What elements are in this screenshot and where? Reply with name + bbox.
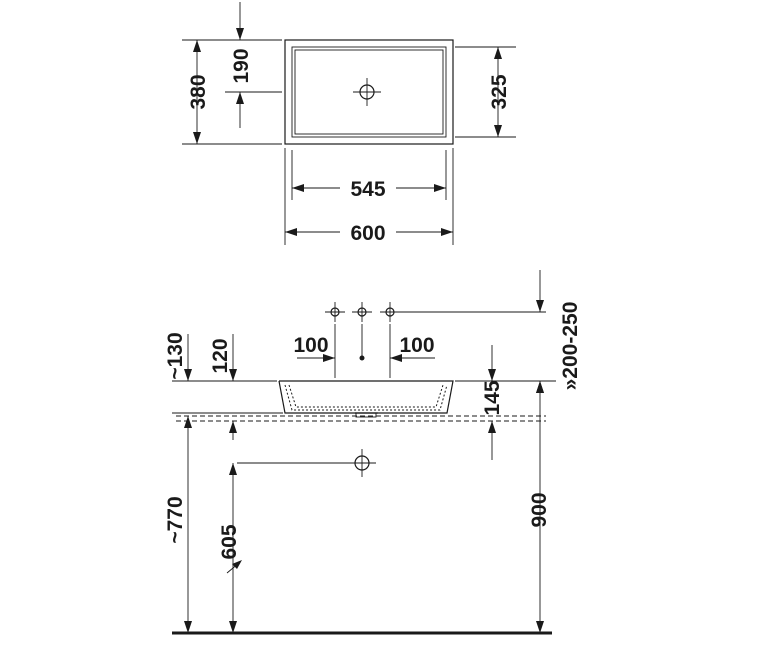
dim-120-label: 120 (209, 338, 232, 373)
dim-770 (184, 416, 192, 633)
top-view: 380 190 325 545 (182, 2, 516, 245)
dim-145-label: 145 (481, 380, 504, 415)
dim-605 (226, 421, 242, 633)
basin-outer-outline (284, 39, 454, 145)
basin-profile (278, 380, 454, 418)
dim-spacing-right-label: 100 (399, 334, 434, 357)
dim-900 (536, 381, 544, 633)
dim-spacing-left-label: 100 (293, 334, 328, 357)
dim-770-label: ~770 (164, 496, 187, 543)
basin-bowl-outline (294, 49, 444, 135)
dim-900-label: 900 (528, 492, 551, 527)
dim-600 (284, 148, 454, 245)
dim-130-120 (172, 334, 283, 414)
dim-190-label: 190 (230, 48, 253, 83)
tap-hole-right-icon (380, 302, 400, 322)
dim-145 (488, 345, 496, 460)
dim-545 (291, 150, 447, 200)
dim-600-label: 600 (350, 222, 385, 245)
wall-outlet-icon (237, 449, 376, 477)
basin-inner-outline (291, 46, 447, 138)
dim-325-label: 325 (488, 74, 511, 109)
dim-200-250 (455, 270, 556, 393)
dim-380 (182, 39, 282, 145)
dim-545-label: 545 (350, 178, 385, 201)
countertop (176, 415, 546, 422)
dim-380-label: 380 (187, 74, 210, 109)
front-view: 100 100 »200 (164, 270, 582, 635)
tap-hole-left-icon (325, 302, 345, 322)
dim-325 (455, 46, 516, 138)
dim-200-250-label: »200-250 (559, 302, 582, 391)
drain-icon (353, 78, 381, 106)
dim-190 (225, 2, 282, 128)
tap-hole-center-icon (352, 302, 372, 322)
dim-130-label: ~130 (164, 332, 187, 379)
dim-spacing (297, 324, 435, 378)
dim-605-label: 605 (218, 524, 241, 559)
